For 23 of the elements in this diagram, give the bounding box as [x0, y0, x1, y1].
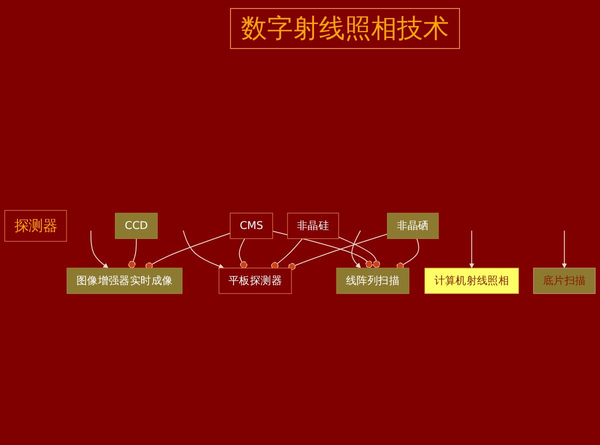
arrow	[469, 230, 474, 268]
node-box: CCD	[114, 212, 158, 239]
connector	[338, 236, 380, 268]
connector	[396, 238, 420, 270]
connector	[288, 234, 388, 270]
node-box: 平板探测器	[218, 268, 292, 294]
node-box: 非晶硅	[287, 212, 339, 239]
node-box: 探测器	[4, 210, 67, 242]
arrow	[351, 230, 361, 268]
node-box: 非晶硒	[387, 212, 439, 239]
connector	[271, 238, 303, 270]
connector	[238, 238, 248, 268]
connector	[128, 238, 137, 268]
arrow	[90, 230, 108, 268]
node-box: CMS	[230, 212, 273, 239]
node-box: 图像增强器实时成像	[66, 268, 182, 294]
node-box: 底片扫描	[533, 268, 596, 294]
diagram-title: 数字射线照相技术	[230, 8, 460, 49]
connector	[145, 232, 231, 270]
arrow	[562, 230, 567, 268]
arrow	[182, 230, 224, 269]
node-box: 线阵列扫描	[336, 268, 410, 294]
node-box: 计算机射线照相	[424, 268, 519, 294]
